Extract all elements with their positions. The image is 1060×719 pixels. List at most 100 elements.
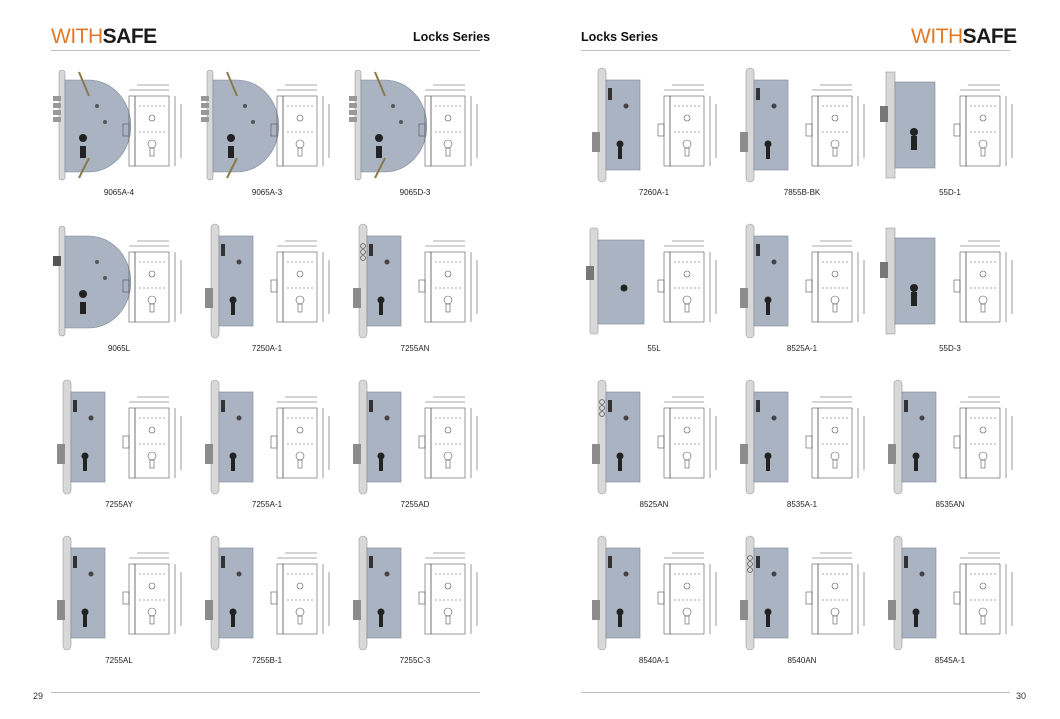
product-figure — [740, 379, 865, 495]
technical-drawing — [805, 84, 865, 167]
product-item: 8525AN — [580, 374, 728, 524]
product-item: 7255A-1 — [193, 374, 341, 524]
product-figure — [740, 223, 865, 339]
product-model-label: 7255AD — [400, 500, 430, 509]
lock-photo — [53, 69, 132, 181]
product-model-label: 9065L — [107, 344, 131, 353]
product-model-label: 8525A-1 — [786, 344, 818, 353]
header-divider — [51, 50, 480, 51]
product-figure — [592, 67, 717, 183]
page-number: 29 — [33, 691, 44, 701]
technical-drawing — [270, 396, 330, 479]
product-figure — [592, 535, 717, 651]
product-item: 55D-1 — [876, 62, 1024, 212]
lock-photo — [592, 379, 641, 495]
brand-logo-part2: SAFE — [962, 25, 1018, 48]
technical-drawing — [657, 84, 717, 167]
product-item: 8540AN — [728, 530, 876, 680]
lock-photo — [205, 223, 254, 339]
lock-photo — [57, 379, 106, 495]
product-model-label: 55D-1 — [939, 188, 961, 197]
product-figure — [880, 227, 1013, 335]
catalog-page-left: WITHSAFE Locks Series 9065A-4 9065A-3 9065… — [33, 25, 491, 701]
product-item: 7255C-3 — [341, 530, 489, 680]
series-title: Locks Series — [413, 30, 491, 44]
product-item: 8535A-1 — [728, 374, 876, 524]
lock-photo — [201, 69, 280, 181]
product-model-label: 7255AL — [105, 656, 133, 665]
product-model-label: 8545A-1 — [934, 656, 966, 665]
footer-divider — [581, 692, 1010, 693]
product-model-label: 55D-3 — [939, 344, 961, 353]
product-model-label: 7855B-BK — [783, 188, 821, 197]
product-model-label: 8535AN — [935, 500, 965, 509]
lock-photo — [205, 379, 254, 495]
lock-photo — [880, 227, 936, 335]
product-model-label: 7255A-1 — [251, 500, 283, 509]
lock-photo — [586, 227, 645, 335]
product-figure — [353, 535, 478, 651]
lock-photo — [349, 69, 428, 181]
brand-logo-part1: WITH — [911, 25, 963, 48]
product-item: 7255B-1 — [193, 530, 341, 680]
product-model-label: 7255AY — [105, 500, 133, 509]
product-model-label: 7250A-1 — [251, 344, 283, 353]
footer-divider — [51, 692, 480, 693]
product-model-label: 55L — [647, 344, 661, 353]
lock-photo — [888, 535, 937, 651]
brand-logo-part1: WITH — [51, 25, 103, 48]
product-item: 9065A-4 — [45, 62, 193, 212]
technical-drawing — [122, 552, 182, 635]
lock-photo — [53, 225, 132, 337]
product-item: 7255AY — [45, 374, 193, 524]
product-figure — [586, 227, 717, 335]
product-model-label: 9065A-3 — [251, 188, 283, 197]
technical-drawing — [657, 396, 717, 479]
lock-photo — [353, 379, 402, 495]
product-model-label: 9065A-4 — [103, 188, 135, 197]
product-figure — [53, 225, 182, 337]
product-model-label: 9065D-3 — [399, 188, 431, 197]
technical-drawing — [657, 552, 717, 635]
product-item: 7855B-BK — [728, 62, 876, 212]
product-item: 9065L — [45, 218, 193, 368]
product-model-label: 8525AN — [639, 500, 669, 509]
brand-logo-part2: SAFE — [102, 25, 158, 48]
product-item: 55D-3 — [876, 218, 1024, 368]
product-model-label: 8540AN — [787, 656, 817, 665]
technical-drawing — [953, 396, 1013, 479]
technical-drawing — [122, 84, 182, 167]
catalog-page-right: Locks Series WITHSAFE 7260A-1 7855B-BK 55D… — [530, 0, 1060, 719]
product-item: 7250A-1 — [193, 218, 341, 368]
product-item: 7260A-1 — [580, 62, 728, 212]
lock-photo — [740, 223, 789, 339]
brand-logo: WITHSAFE — [911, 26, 1017, 47]
product-item: 7255AL — [45, 530, 193, 680]
product-figure — [53, 69, 182, 181]
lock-photo — [740, 379, 789, 495]
product-item: 9065D-3 — [341, 62, 489, 212]
product-figure — [592, 379, 717, 495]
product-figure — [201, 69, 330, 181]
product-model-label: 8540A-1 — [638, 656, 670, 665]
technical-drawing — [418, 552, 478, 635]
product-item: 7255AD — [341, 374, 489, 524]
product-item: 8525A-1 — [728, 218, 876, 368]
product-item: 7255AN — [341, 218, 489, 368]
product-model-label: 7255C-3 — [399, 656, 431, 665]
technical-drawing — [418, 240, 478, 323]
lock-photo — [353, 535, 402, 651]
technical-drawing — [418, 396, 478, 479]
product-figure — [205, 535, 330, 651]
product-item: 55L — [580, 218, 728, 368]
product-figure — [740, 535, 865, 651]
product-model-label: 7260A-1 — [638, 188, 670, 197]
product-figure — [349, 69, 478, 181]
product-figure — [353, 223, 478, 339]
product-model-label: 7255B-1 — [251, 656, 283, 665]
lock-photo — [205, 535, 254, 651]
technical-drawing — [805, 552, 865, 635]
series-title: Locks Series — [581, 30, 659, 44]
technical-drawing — [953, 84, 1013, 167]
product-model-label: 8535A-1 — [786, 500, 818, 509]
